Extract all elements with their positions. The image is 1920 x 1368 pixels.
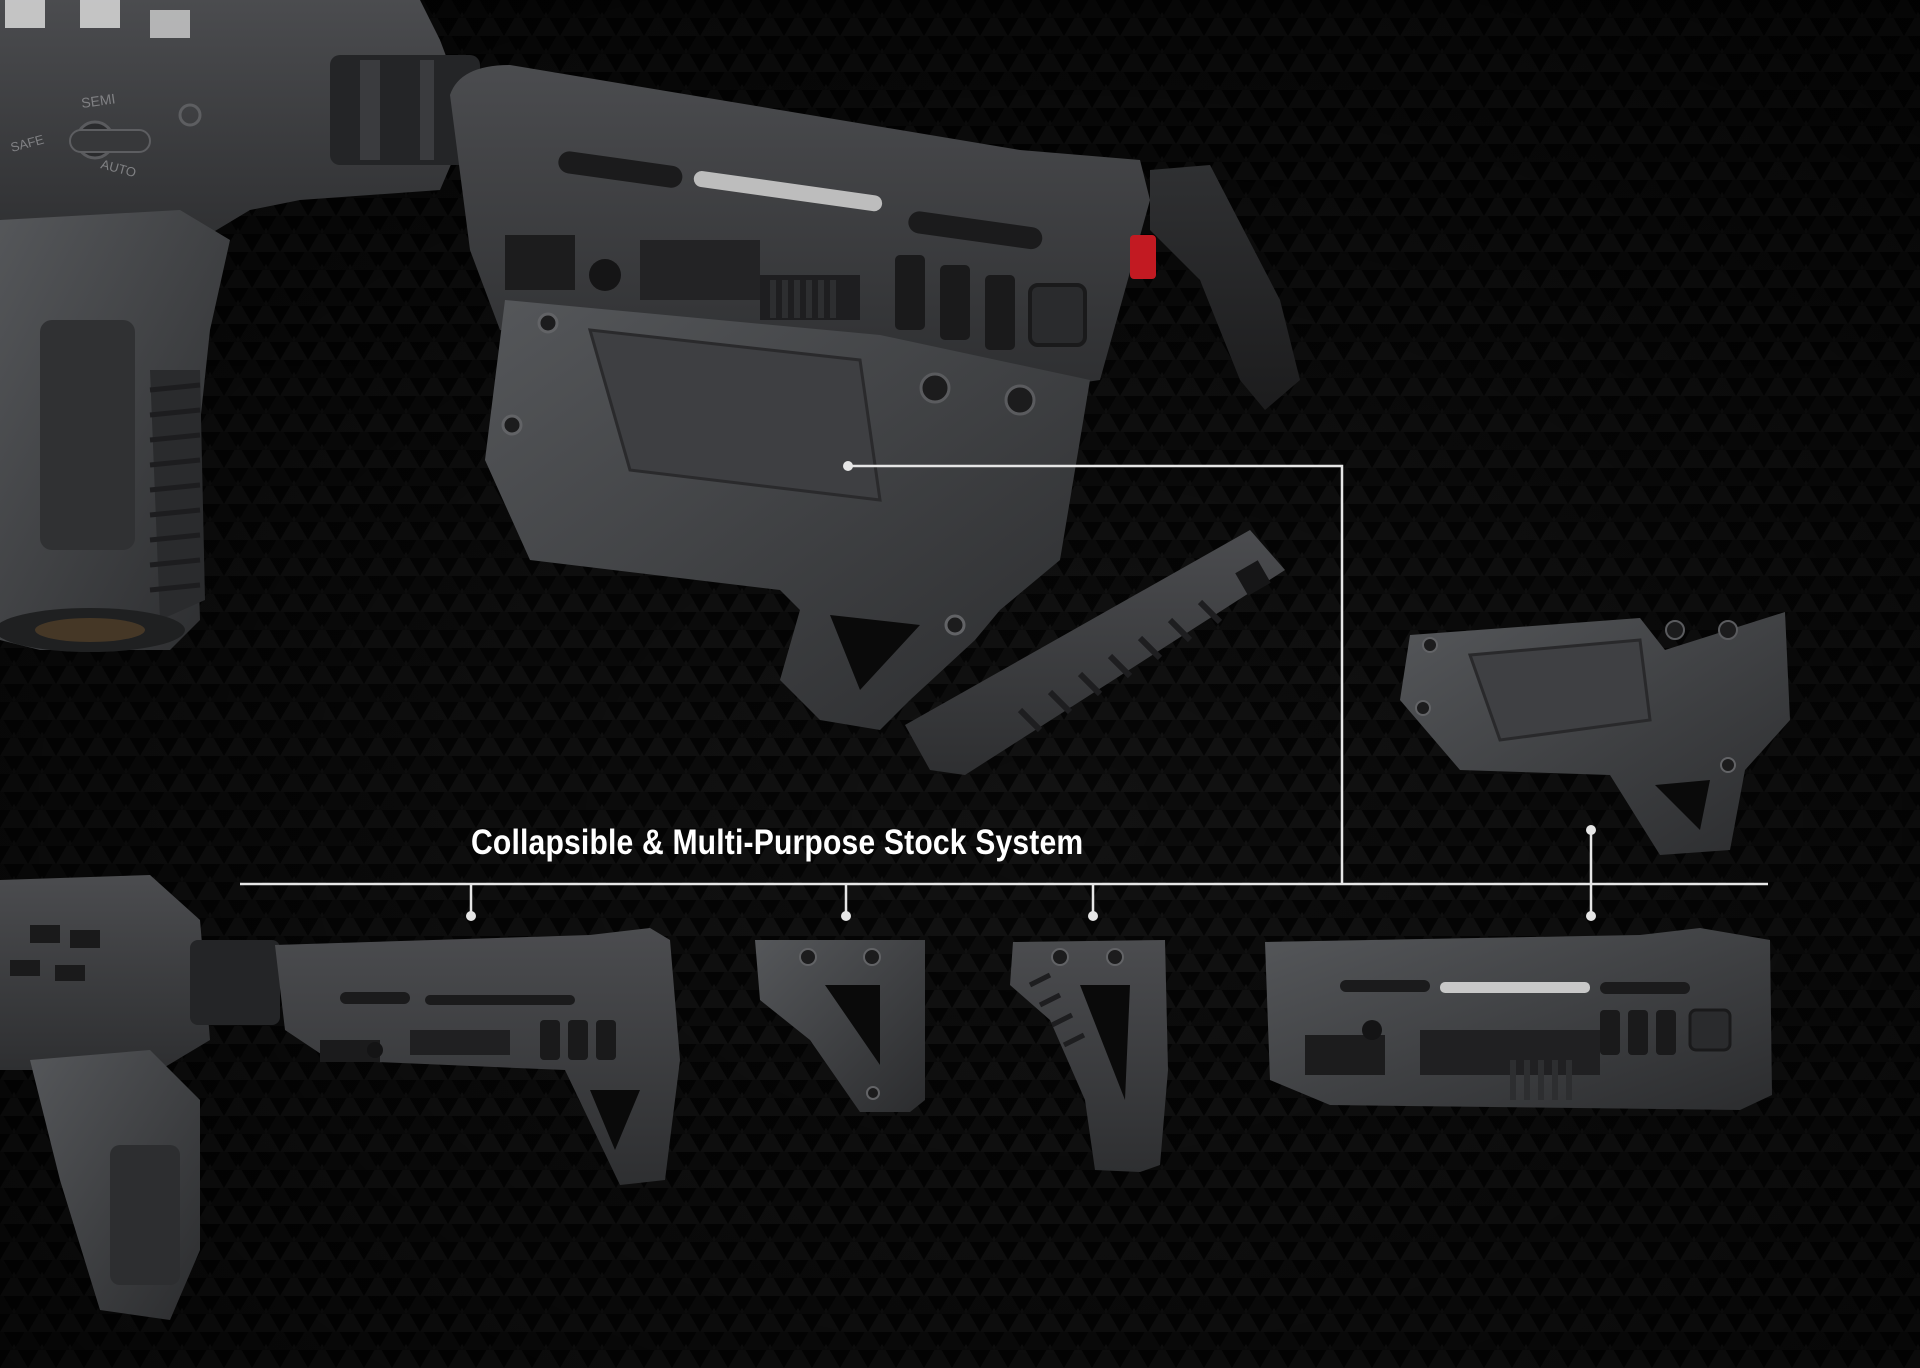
red-latch-accent	[1130, 235, 1156, 279]
top-rifle-lower-receiver	[0, 0, 480, 652]
full-stock-d	[1265, 928, 1772, 1110]
callout-lines	[240, 464, 1768, 915]
selector-marking-semi: SEMI	[80, 90, 116, 111]
compact-stock-housing	[1400, 612, 1790, 855]
callout-dot-stock-d	[1586, 911, 1596, 921]
brace-stock-c	[1010, 940, 1168, 1172]
headline-title: Collapsible & Multi-Purpose Stock System	[471, 823, 1084, 862]
callout-dot-stock-c	[1088, 911, 1098, 921]
main-stock-extended	[450, 65, 1300, 775]
callout-dot-stock-b	[841, 911, 851, 921]
callout-dot-stock-a	[466, 911, 476, 921]
callout-dot-main-stock	[843, 461, 853, 471]
brace-stock-b	[755, 940, 925, 1112]
callout-dot-stock-e	[1586, 825, 1596, 835]
bottom-rifle-with-stock	[0, 875, 680, 1320]
